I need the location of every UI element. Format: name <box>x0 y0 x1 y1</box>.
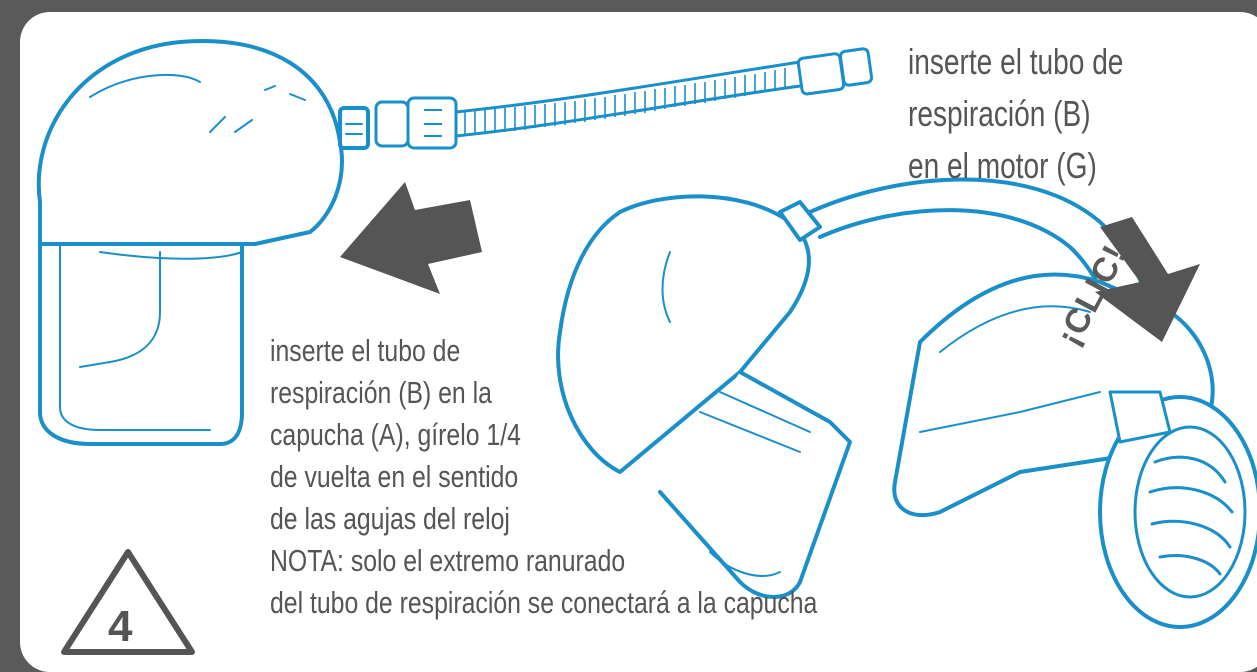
instruction-right-line: inserte el tubo de <box>908 41 1124 82</box>
instruction-main-line: de vuelta en el sentido <box>270 459 519 494</box>
arrow-left-icon <box>340 182 482 294</box>
instruction-main-note: NOTA: solo el extremo ranurado <box>270 543 626 578</box>
instruction-main-line: respiración (B) en la <box>270 375 492 410</box>
instruction-main-note: del tubo de respiración se conectará a l… <box>270 585 818 620</box>
motor-assembly-illustration <box>556 177 1257 629</box>
step-number: 4 <box>108 602 133 651</box>
instruction-main-line: capucha (A), gírelo 1/4 <box>270 417 521 452</box>
instruction-right-line: en el motor (G) <box>908 145 1097 186</box>
instruction-main-line: de las agujas del reloj <box>270 501 510 536</box>
instruction-main-line: inserte el tubo de <box>270 333 461 368</box>
instruction-right-line: respiración (B) <box>908 93 1091 134</box>
arrow-down-icon <box>1095 217 1200 342</box>
breathing-tube-illustration <box>374 47 874 150</box>
instruction-panel: ¡CLIC! inserte el tubo de respiración (B… <box>20 12 1257 672</box>
instruction-right: inserte el tubo de respiración (B) en el… <box>908 36 1123 192</box>
illustration-canvas <box>36 39 1257 655</box>
instruction-main: inserte el tubo de respiración (B) en la… <box>270 330 817 624</box>
hood-illustration <box>36 39 370 446</box>
